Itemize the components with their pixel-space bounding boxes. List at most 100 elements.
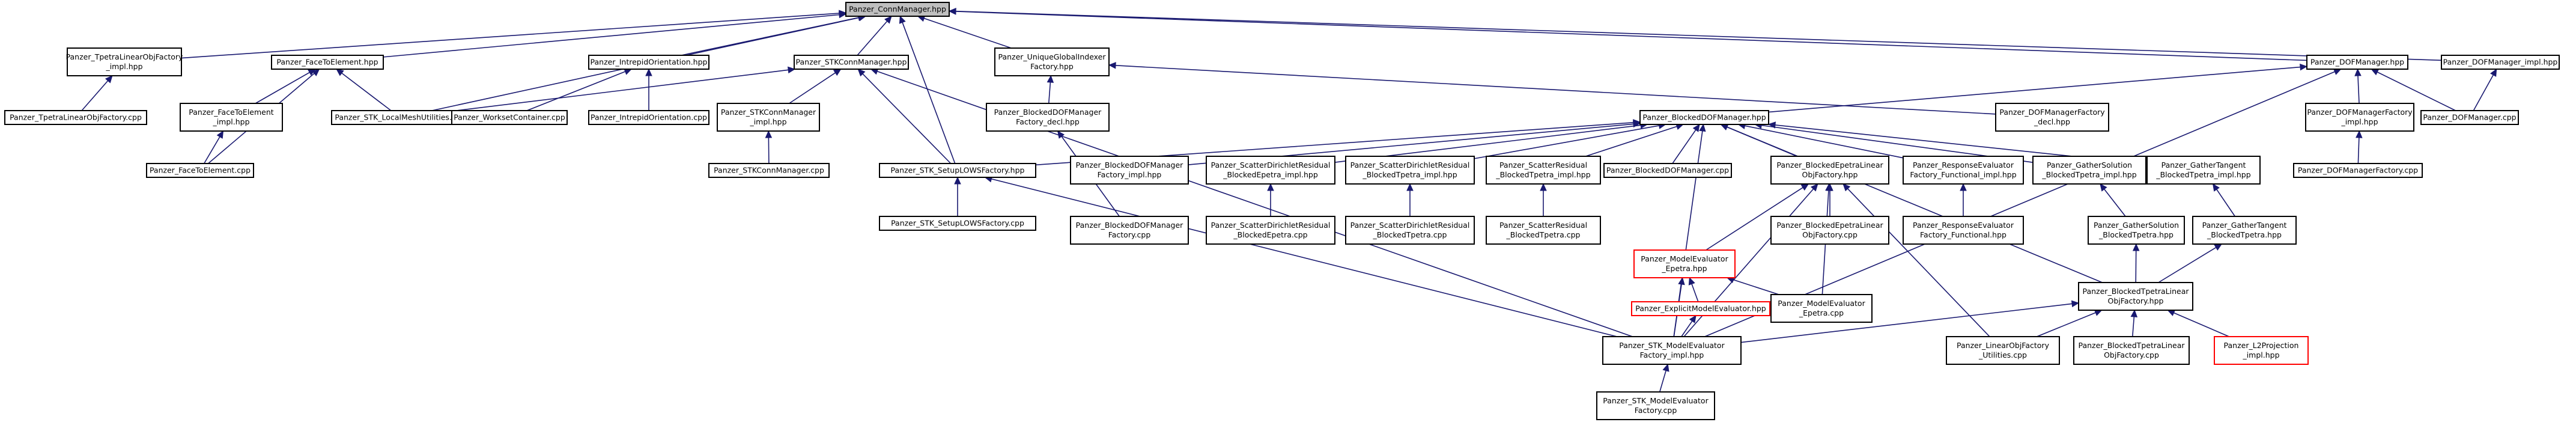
file-node-label: _BlockedEpetra.cpp [1233,230,1307,239]
file-node-iocpp[interactable]: Panzer_IntrepidOrientation.cpp [588,110,709,125]
file-node-sdrbti[interactable]: Panzer_ScatterDirichletResidual_BlockedT… [1345,156,1475,185]
include-edge-stkmefi-to-dofm [1704,69,2342,337]
file-node-ftecpp[interactable]: Panzer_FaceToElement.cpp [146,163,254,178]
file-node-label: Panzer_STKConnManager [721,108,816,117]
file-node-sdrbecpp[interactable]: Panzer_ScatterDirichletResidual_BlockedE… [1206,216,1335,245]
file-node-stkcmi[interactable]: Panzer_STKConnManager_impl.hpp [717,103,820,132]
file-node-refi[interactable]: Panzer_ResponseEvaluatorFactory_Function… [1903,156,2024,185]
file-node-label: ObjFactory.hpp [1802,170,1858,179]
file-node-box [2306,55,2408,70]
file-node-dofm[interactable]: Panzer_DOFManager.hpp [2306,55,2408,70]
include-edge-stkmef-to-stkmefi [1659,363,1669,393]
include-edge-btlof-to-gsbt [2132,243,2140,283]
file-node-stkcmcpp[interactable]: Panzer_STKConnManager.cpp [708,163,830,178]
file-node-mee[interactable]: Panzer_ModelEvaluator_Epetra.hpp [1633,249,1736,278]
file-node-l2p[interactable]: Panzer_L2Projection_impl.hpp [2214,336,2309,365]
file-node-ftei[interactable]: Panzer_FaceToElement_impl.hpp [180,103,283,132]
file-node-stkmefi[interactable]: Panzer_STK_ModelEvaluatorFactory_impl.hp… [1602,336,1742,365]
file-node-box [2214,336,2309,365]
file-node-io[interactable]: Panzer_IntrepidOrientation.hpp [588,55,709,70]
file-node-label: Panzer_IntrepidOrientation.hpp [591,58,708,67]
file-node-emeh[interactable]: Panzer_ExplicitModelEvaluator.hpp [1631,301,1770,316]
file-node-label: Panzer_LinearObjFactory [1957,341,2050,350]
include-edge-sdrbti-to-bdm [1474,122,1666,159]
file-node-label: _impl.hpp [2242,350,2279,359]
file-node-label: _impl.hpp [105,62,142,71]
file-node-gsbti[interactable]: Panzer_GatherSolution_BlockedTpetra_impl… [2032,156,2146,185]
file-node-root[interactable]: Panzer_ConnManager.hpp [845,2,950,17]
file-node-label: Panzer_ModelEvaluator [1778,299,1865,308]
file-node-label: Panzer_BlockedDOFManager [1076,221,1183,230]
file-node-label: Panzer_DOFManager.cpp [2423,113,2516,122]
file-node-box [1070,216,1189,245]
file-node-srbti[interactable]: Panzer_ScatterResidual_BlockedTpetra_imp… [1486,156,1601,185]
file-node-dmfcpp[interactable]: Panzer_DOFManagerFactory.cpp [2293,163,2423,178]
include-edge-wc-to-io [526,68,633,111]
file-node-label: Panzer_GatherSolution [2047,160,2132,170]
file-node-label: _impl.hpp [749,117,786,126]
file-node-meecpp[interactable]: Panzer_ModelEvaluator_Epetra.cpp [1770,294,1873,323]
file-node-label: ObjFactory.hpp [2108,296,2164,305]
file-node-tlof[interactable]: Panzer_TpetraLinearObjFactory_impl.hpp [66,47,184,76]
file-node-lows[interactable]: Panzer_STK_SetupLOWSFactory.hpp [879,163,1036,178]
file-node-label: Panzer_STKConnManager.hpp [796,58,907,67]
file-node-wc[interactable]: Panzer_WorksetContainer.cpp [451,110,568,125]
file-node-dofmcpp[interactable]: Panzer_DOFManager.cpp [2420,110,2519,125]
file-node-refcpp[interactable]: Panzer_ResponseEvaluatorFactory_Function… [1903,216,2024,245]
file-node-label: Factory_impl.hpp [1098,170,1162,179]
file-node-bdmcpp[interactable]: Panzer_BlockedDOFManager.cpp [1603,163,1732,178]
file-node-box [67,47,182,76]
file-node-label: Panzer_ScatterResidual [1499,160,1587,170]
file-node-label: Panzer_DOFManagerFactory.cpp [2298,166,2418,175]
file-node-label: Panzer_DOFManagerFactory [1999,108,2105,117]
file-node-gtbti[interactable]: Panzer_GatherTangent_BlockedTpetra_impl.… [2146,156,2261,185]
file-node-stklmu[interactable]: Panzer_STK_LocalMeshUtilities.cpp [331,110,469,125]
include-edge-stkcmi-to-stkcm [789,69,842,104]
file-node-sdrbtcpp[interactable]: Panzer_ScatterDirichletResidual_BlockedT… [1345,216,1475,245]
file-node-label: Panzer_STK_ModelEvaluator [1603,396,1709,405]
include-edge-lofu-to-belof [1842,183,1990,337]
file-node-box [1770,294,1873,323]
file-node-lowscpp[interactable]: Panzer_STK_SetupLOWSFactory.cpp [879,216,1036,231]
file-node-dofmi[interactable]: Panzer_DOFManager_impl.hpp [2441,55,2560,70]
file-node-box [1602,336,1742,365]
file-node-box [1486,156,1601,185]
include-edge-stkcmcpp-to-stkcmi [765,130,773,164]
include-edge-ugif-to-root [917,15,1012,49]
include-edge-lows-to-root [899,15,956,164]
file-node-box [1631,301,1770,316]
file-node-label: Panzer_GatherSolution [2094,221,2179,230]
file-node-lofu[interactable]: Panzer_LinearObjFactory_Utilities.cpp [1946,336,2060,365]
file-node-srbtcpp[interactable]: Panzer_ScatterResidual_BlockedTpetra.cpp [1486,216,1601,245]
file-node-box [271,55,384,70]
file-node-dmfd[interactable]: Panzer_DOFManagerFactory_decl.hpp [1995,103,2109,132]
file-node-dmfi[interactable]: Panzer_DOFManagerFactory_impl.hpp [2305,103,2414,132]
file-node-label: _BlockedEpetra_impl.hpp [1223,170,1318,179]
file-node-fte[interactable]: Panzer_FaceToElement.hpp [271,55,384,70]
include-edge-dofmcpp-to-dofmi [2473,68,2497,111]
file-node-tlofcpp[interactable]: Panzer_TpetraLinearObjFactory.cpp [4,110,147,125]
file-node-stkcm[interactable]: Panzer_STKConnManager.hpp [794,55,909,70]
include-edge-tlof-to-root [181,10,847,59]
include-edge-bdmfd-to-ugif [1046,75,1054,104]
file-node-label: Panzer_WorksetContainer.cpp [454,113,565,122]
file-node-box [2420,110,2519,125]
file-node-label: _BlockedTpetra.cpp [1506,230,1581,239]
file-node-bdm[interactable]: Panzer_BlockedDOFManager.hpp [1639,110,1769,125]
file-node-sdrbei[interactable]: Panzer_ScatterDirichletResidual_BlockedE… [1206,156,1335,185]
file-node-gtbt[interactable]: Panzer_GatherTangent_BlockedTpetra.hpp [2192,216,2297,245]
file-node-label: Panzer_ScatterDirichletResidual [1211,221,1331,230]
include-edge-gtbt-to-gtbti [2212,183,2236,217]
include-edge-stkmefi-to-emeh [1681,315,1697,337]
file-node-gsbt[interactable]: Panzer_GatherSolution_BlockedTpetra.hpp [2088,216,2185,245]
